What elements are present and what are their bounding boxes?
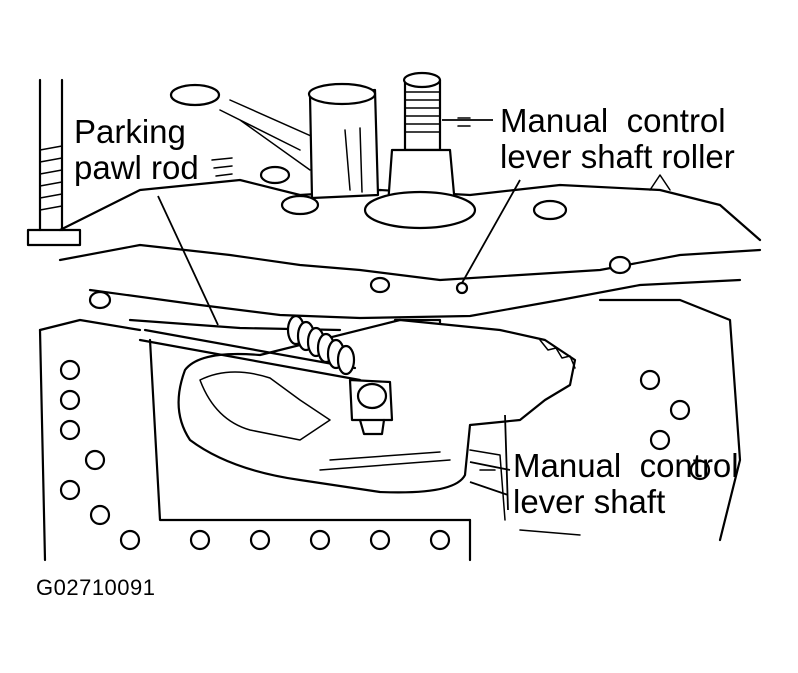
label-line: Parking xyxy=(74,113,186,150)
figure-id: G02710091 xyxy=(36,575,156,600)
label-line: lever shaft roller xyxy=(500,138,735,175)
label-manual-control-lever-shaft-roller: Manual control lever shaft roller xyxy=(500,103,735,175)
manual-control-shaft xyxy=(363,71,477,379)
label-line: Manual control xyxy=(513,447,739,484)
leader-parking-pawl-rod xyxy=(157,195,219,326)
lower-valve-body xyxy=(38,298,742,562)
label-line: pawl rod xyxy=(74,149,199,186)
leader-lever-shaft xyxy=(469,414,511,511)
pawl-rod-spring xyxy=(286,314,356,376)
label-line: lever shaft xyxy=(513,483,666,520)
leader-roller xyxy=(442,119,521,284)
label-manual-control-lever-shaft: Manual control lever shaft xyxy=(513,448,739,520)
left-bolt xyxy=(26,78,82,247)
parking-pawl-rod-part xyxy=(138,314,394,436)
label-line: Manual control xyxy=(500,102,726,139)
center-block xyxy=(307,82,380,200)
valve-body-holes xyxy=(59,359,711,551)
upper-housing-plate xyxy=(58,83,762,332)
label-parking-pawl-rod: Parking pawl rod xyxy=(74,114,199,186)
